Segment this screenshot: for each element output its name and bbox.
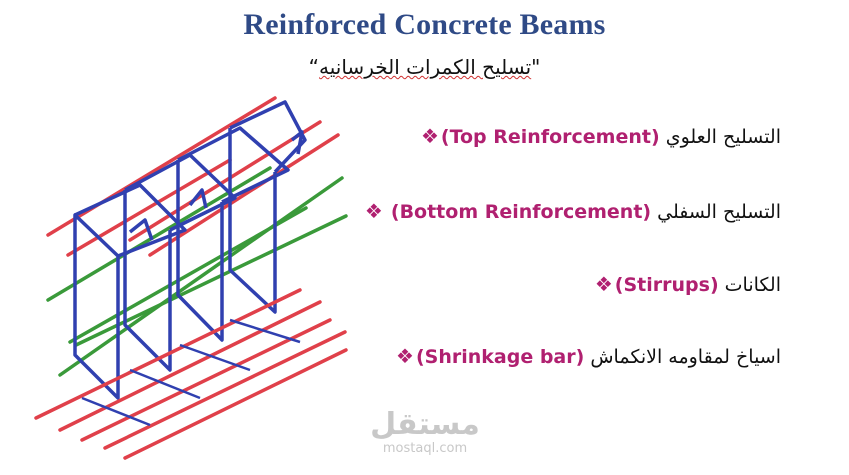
tie	[179, 343, 251, 372]
top-bar	[128, 120, 322, 242]
lower-ties	[81, 318, 301, 427]
rebar-cage-diagram	[34, 96, 348, 460]
watermark-arabic: مستقل	[370, 407, 480, 442]
shrinkage-bar	[58, 176, 344, 377]
stirrup	[123, 190, 172, 372]
list-item: الكانات (Stirrups)❖	[593, 272, 781, 296]
bottom-bar	[123, 348, 348, 460]
mostaql-watermark-logo: مستقل mostaql.com	[370, 408, 480, 456]
stirrup	[176, 160, 224, 342]
bullet-diamond-icon: ❖	[420, 124, 439, 148]
bottom-bar	[34, 288, 302, 420]
stirrup-hook	[128, 218, 154, 241]
bullet-diamond-icon: ❖	[594, 272, 613, 296]
list-item: اسياخ لمقاومه الانكماش (Shrinkage bar)❖	[394, 344, 781, 368]
list-item: التسليح السفلي (Bottom Reinforcement) ❖	[363, 199, 781, 223]
item-arabic: الكانات	[724, 274, 781, 296]
item-arabic: التسليح السفلي	[657, 201, 781, 223]
item-arabic: اسياخ لمقاومه الانكماش	[590, 346, 781, 368]
bottom-bar	[80, 318, 332, 442]
bullet-diamond-icon: ❖	[396, 344, 414, 368]
bullet-diamond-icon: ❖	[364, 199, 383, 223]
page-title: Reinforced Concrete Beams	[243, 8, 606, 41]
stirrup	[229, 100, 307, 174]
tie	[229, 318, 301, 344]
stirrups	[73, 100, 307, 400]
subtitle-arabic: تسليح الكمرات الخرسانيه	[319, 55, 532, 79]
stirrup	[228, 128, 277, 314]
item-english: (Top Reinforcement)	[440, 126, 660, 148]
shrinkage-bars	[46, 166, 348, 377]
top-bar	[148, 133, 340, 257]
item-english: (Stirrups)	[614, 274, 719, 296]
watermark-latin: mostaql.com	[382, 441, 468, 456]
bottom-bar	[103, 330, 347, 450]
page-subtitle: "تسليح الكمرات الخرسانيه“	[0, 55, 849, 79]
subtitle-quote-close: “	[308, 55, 320, 79]
tie	[81, 396, 151, 427]
top-bars	[46, 96, 340, 257]
stirrup	[177, 126, 290, 204]
top-bar	[66, 158, 232, 257]
stirrup-hook	[290, 130, 304, 155]
stirrup	[124, 153, 237, 232]
subtitle-quote-open: "	[531, 55, 541, 79]
tie	[129, 368, 201, 400]
stirrup	[74, 183, 187, 258]
stirrup-hook	[188, 188, 208, 209]
list-item: التسليح العلوي (Top Reinforcement)❖	[419, 124, 781, 148]
item-arabic: التسليح العلوي	[665, 126, 781, 148]
top-bar	[46, 96, 277, 237]
bottom-bars	[34, 288, 348, 460]
shrinkage-bar	[74, 214, 348, 347]
bottom-bar	[58, 300, 322, 432]
stirrup	[73, 213, 120, 400]
item-english: (Bottom Reinforcement)	[390, 201, 652, 223]
shrinkage-bar	[46, 166, 272, 302]
item-english: (Shrinkage bar)	[415, 346, 585, 368]
